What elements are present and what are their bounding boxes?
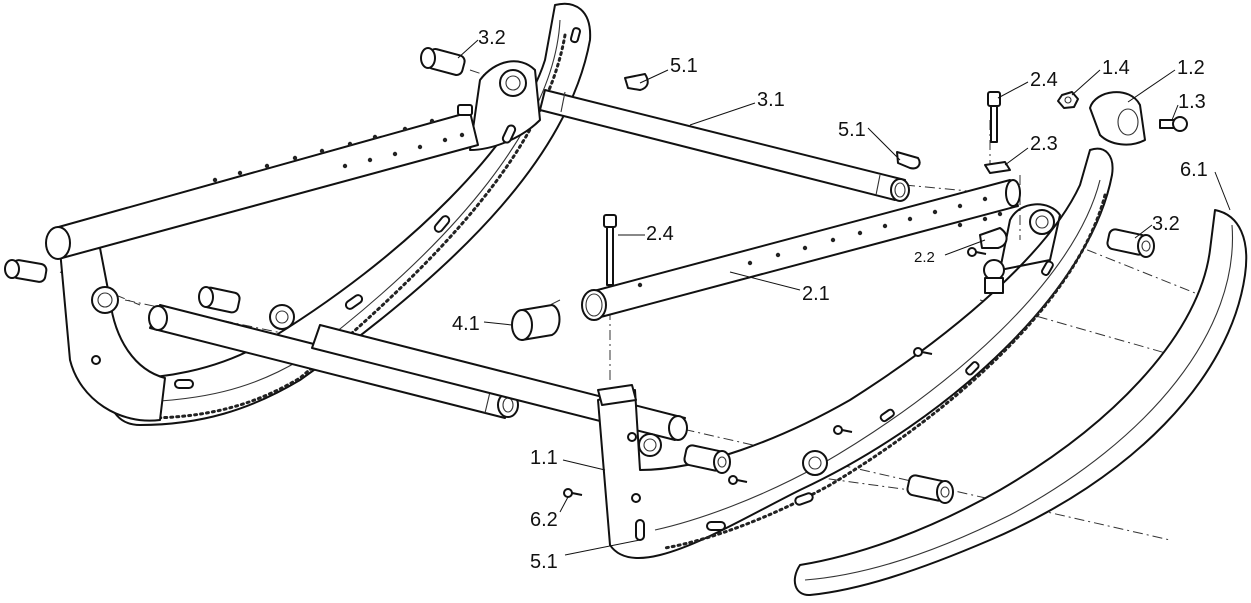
callout-label: 2.4	[1030, 69, 1058, 91]
tube-2-1	[581, 179, 1021, 321]
cap-1-2	[1089, 91, 1146, 146]
callout-label: 2.3	[1030, 133, 1058, 155]
clip-2-2	[979, 227, 1008, 294]
callout-label: 5.1	[670, 55, 698, 77]
pin-3-2-top	[420, 47, 466, 76]
callout-label: 3.2	[478, 27, 506, 49]
callout-label: 5.1	[838, 119, 866, 141]
pin-3-2-right	[1106, 228, 1155, 258]
tube-holes-right	[637, 196, 1003, 288]
screw-1-3	[1159, 116, 1188, 132]
callout-label: 3.1	[757, 89, 785, 111]
left-upper-tube	[45, 104, 479, 260]
washer-2-3	[984, 161, 1011, 174]
clip-slot	[635, 519, 645, 541]
end-cap-4-1	[511, 304, 561, 341]
leader-lines	[457, 39, 1231, 556]
bolt-2-4-center	[603, 214, 617, 286]
callout-label: 2.1	[802, 283, 830, 305]
callout-label: 6.2	[530, 509, 558, 531]
callout-labels: 3.2 5.1 3.1 5.1 2.4 1.4 1.2 1.3 2.3 6.1 …	[452, 27, 1208, 573]
callout-label: 1.2	[1177, 57, 1205, 79]
pin-bottom	[906, 474, 954, 504]
tube-holes-left	[212, 118, 465, 183]
bolt-2-4-right	[987, 91, 1001, 143]
pin-left	[4, 259, 48, 283]
bearing-boss	[91, 286, 119, 314]
callout-label: 2.2	[914, 249, 935, 266]
callout-label: 3.2	[1152, 213, 1180, 235]
clip-5-1-top	[624, 73, 649, 91]
nut-1-4	[1057, 91, 1079, 109]
callout-label: 5.1	[530, 551, 558, 573]
clip-5-1-mid	[896, 151, 921, 170]
screws-6-2	[563, 247, 987, 498]
rocker-rail-6-1	[793, 209, 1248, 597]
pin-front	[683, 444, 731, 474]
callout-label: 6.1	[1180, 159, 1208, 181]
cross-tube-3-1	[539, 89, 910, 202]
callout-label: 1.1	[530, 447, 558, 469]
pin-mid-left	[198, 286, 241, 314]
callout-label: 4.1	[452, 313, 480, 335]
small-parts	[4, 47, 1188, 504]
callout-label: 1.3	[1178, 91, 1206, 113]
callout-label: 2.4	[646, 223, 674, 245]
lower-cross-tube	[148, 304, 688, 441]
callout-label: 1.4	[1102, 57, 1130, 79]
